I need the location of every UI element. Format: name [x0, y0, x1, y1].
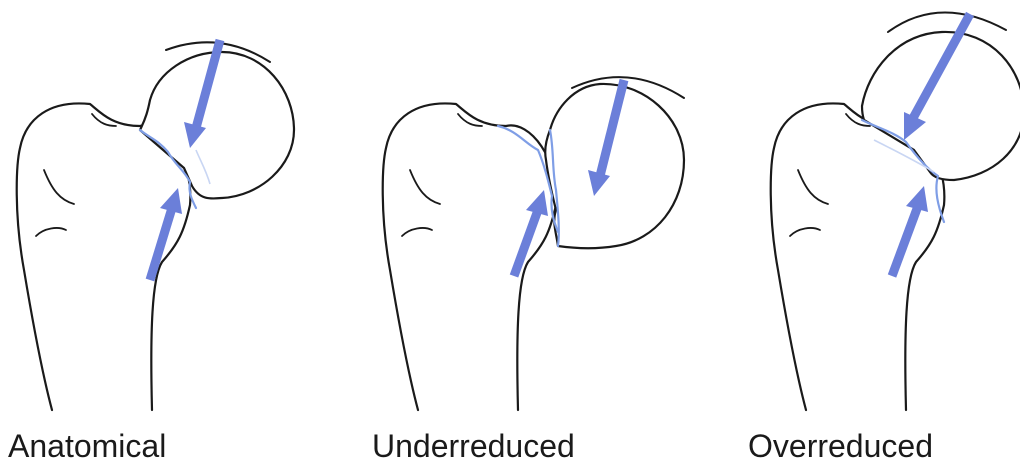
head-arc	[888, 12, 1006, 32]
panel-anatomical	[17, 40, 294, 410]
panel-label-overreduced: Overreduced	[748, 428, 933, 465]
panel-label-anatomical: Anatomical	[8, 428, 166, 465]
panel-underreduced	[383, 77, 684, 410]
panel-overreduced	[771, 12, 1020, 410]
panel-label-underreduced: Underreduced	[372, 428, 575, 465]
